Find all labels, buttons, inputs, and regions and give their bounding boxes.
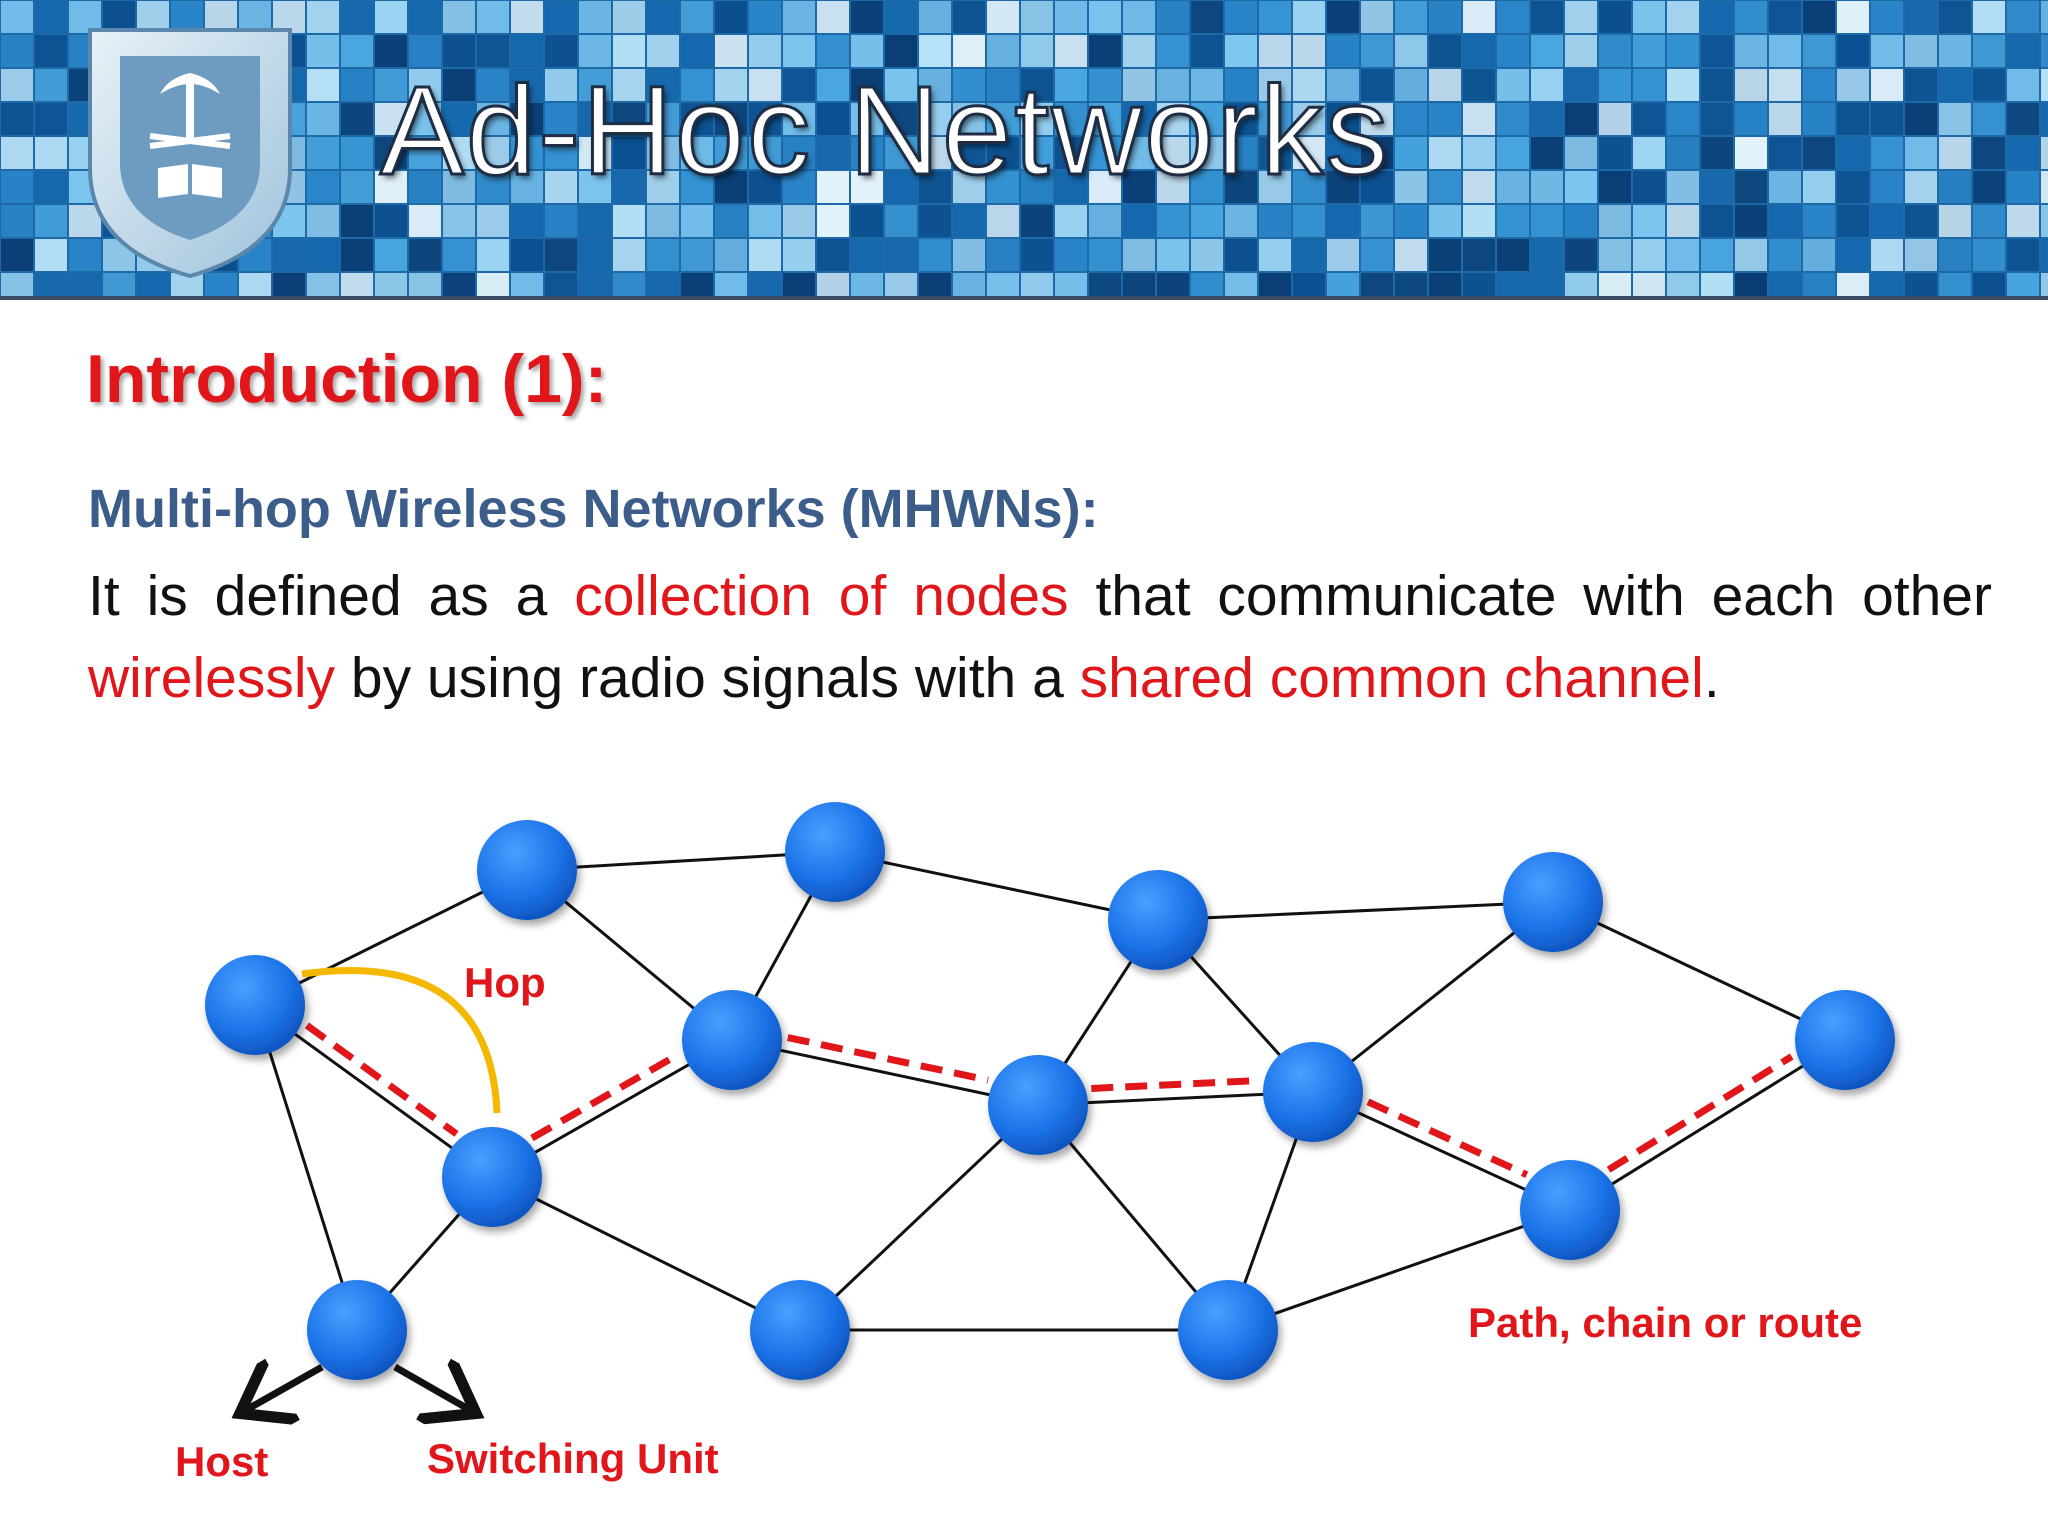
network-node xyxy=(785,802,885,902)
network-node xyxy=(1108,870,1208,970)
network-link xyxy=(798,1103,1040,1332)
network-link xyxy=(254,868,528,1007)
label-switching-unit: Switching Unit xyxy=(427,1435,719,1482)
network-node xyxy=(442,1127,542,1227)
network-link xyxy=(1312,900,1554,1094)
university-emblem-icon xyxy=(88,28,292,279)
definition-text: that communicate with each other xyxy=(1068,564,1992,628)
network-link xyxy=(253,1004,359,1331)
highlight-shared-common-channel: shared common channel xyxy=(1079,646,1704,710)
banner-mosaic-background xyxy=(1,1,2048,300)
network-node xyxy=(477,820,577,920)
network-link xyxy=(1157,900,1554,922)
header-banner: Ad-Hoc Networks xyxy=(0,0,2048,300)
network-node xyxy=(1263,1042,1363,1142)
definition-text: by using radio signals with a xyxy=(335,646,1080,710)
label-path-chain-or-route: Path, chain or route xyxy=(1468,1299,1862,1346)
network-node xyxy=(682,990,782,1090)
definition-text: It is defined as a xyxy=(88,564,575,628)
definition-text: . xyxy=(1703,646,1720,710)
network-node xyxy=(1520,1160,1620,1260)
network-node xyxy=(988,1055,1088,1155)
route-path xyxy=(304,1022,1794,1178)
section-heading: Introduction (1): xyxy=(86,341,608,417)
switching-unit-arrow xyxy=(393,1367,470,1410)
route-segment xyxy=(1091,1077,1259,1092)
definition-paragraph: It is defined as a collection of nodes t… xyxy=(88,555,1992,719)
network-link xyxy=(491,1175,801,1332)
label-hop: Hop xyxy=(464,959,546,1006)
network-link xyxy=(1227,1208,1571,1332)
host-arrow xyxy=(246,1367,324,1410)
network-node xyxy=(1795,990,1895,1090)
network-node xyxy=(205,955,305,1055)
network-node xyxy=(750,1280,850,1380)
network-node xyxy=(307,1280,407,1380)
network-link xyxy=(1552,900,1846,1042)
network-link xyxy=(731,1038,1039,1107)
network-link xyxy=(526,850,836,872)
network-node xyxy=(1503,852,1603,952)
banner-divider xyxy=(0,296,2048,300)
highlight-wirelessly: wirelessly xyxy=(88,646,336,710)
route-segment xyxy=(304,1022,459,1137)
route-segment xyxy=(1606,1053,1794,1173)
network-link xyxy=(834,850,1159,922)
network-diagram: Hop Host Switching Unit Path, chain or r… xyxy=(175,802,1895,1485)
network-link xyxy=(1569,1038,1846,1212)
route-segment xyxy=(1366,1098,1529,1178)
highlight-collection-of-nodes: collection of nodes xyxy=(574,564,1069,628)
subheading: Multi-hop Wireless Networks (MHWNs): xyxy=(88,479,1099,539)
route-segment xyxy=(787,1034,989,1084)
network-node xyxy=(1178,1280,1278,1380)
hop-arc xyxy=(301,967,501,1114)
slide-title: Ad-Hoc Networks xyxy=(378,59,1391,203)
route-segment xyxy=(530,1051,680,1142)
label-host: Host xyxy=(175,1438,268,1485)
network-nodes xyxy=(205,802,1895,1380)
